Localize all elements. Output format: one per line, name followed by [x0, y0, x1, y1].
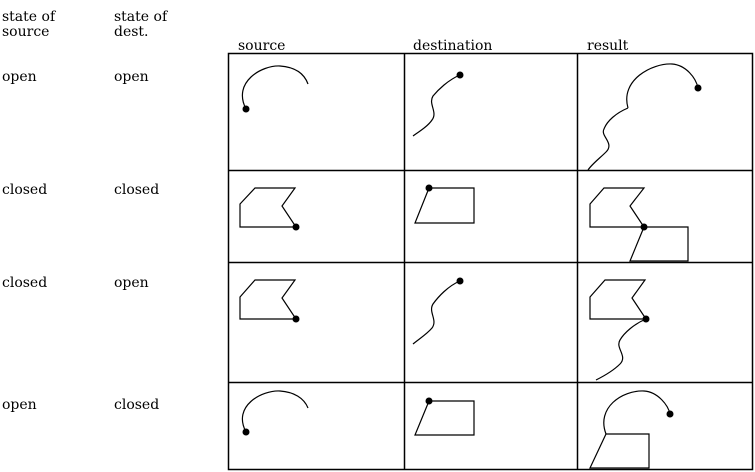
row2-source-endpoint — [292, 223, 300, 231]
row3-dest-state: open — [114, 275, 149, 291]
row3-destination-shape — [412, 280, 461, 345]
row1-result-endpoint — [694, 84, 702, 92]
column-header-destination: destination — [413, 38, 493, 54]
header-state-of-source-line1: state of — [2, 9, 56, 25]
row1-result-shape — [587, 63, 699, 171]
row4-destination-endpoint — [425, 397, 433, 405]
row1-destination-endpoint — [456, 71, 464, 79]
row4-source-state: open — [2, 397, 37, 413]
row3-destination-endpoint — [456, 277, 464, 285]
header-state-of-dest-line2: dest. — [114, 24, 149, 40]
column-header-result: result — [587, 38, 629, 54]
column-header-source: source — [238, 38, 286, 54]
row2-result-endpoint — [640, 223, 648, 231]
row2-destination-shape — [414, 187, 475, 224]
row2-destination-endpoint — [425, 184, 433, 192]
row3-source-endpoint — [292, 315, 300, 323]
row2-result-shape — [589, 187, 689, 262]
row1-dest-state: open — [114, 69, 149, 85]
header-state-of-dest: state of dest. — [114, 10, 167, 40]
row1-source-state: open — [2, 69, 37, 85]
row3-source-state: closed — [2, 275, 48, 291]
header-state-of-source-line2: source — [2, 24, 50, 40]
row2-source-state: closed — [2, 182, 48, 198]
header-state-of-source: state of source — [2, 10, 55, 40]
row4-source-endpoint — [242, 428, 250, 436]
row2-dest-state: closed — [114, 182, 160, 198]
header-state-of-dest-line1: state of — [114, 9, 168, 25]
row1-source-shape — [241, 65, 309, 110]
row3-source-shape — [239, 279, 298, 320]
row1-destination-shape — [412, 74, 461, 137]
row1-source-endpoint — [242, 105, 250, 113]
row3-result-endpoint — [642, 315, 650, 323]
row4-source-shape — [241, 390, 309, 433]
row4-result-shape — [589, 390, 671, 469]
row4-result-endpoint — [666, 410, 674, 418]
row3-result-shape — [589, 279, 648, 381]
row4-destination-shape — [414, 400, 475, 436]
row2-source-shape — [239, 187, 298, 228]
row4-dest-state: closed — [114, 397, 160, 413]
